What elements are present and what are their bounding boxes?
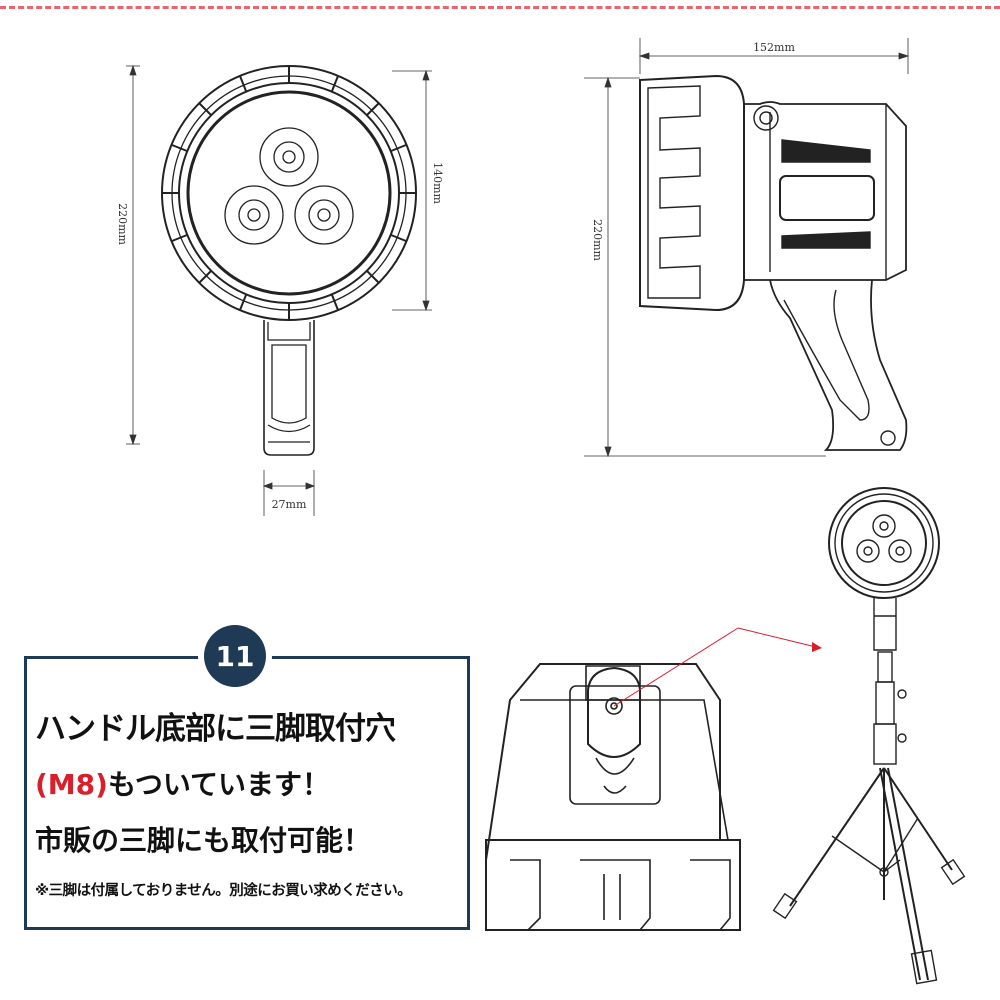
handle-bottom-closeup [485,663,741,931]
compatibility-line: 市販の三脚にも取付可能！ [35,824,372,857]
front-dimensions [126,64,432,516]
thread-size-suffix: もついています！ [107,768,330,801]
tripod-mounted-light [772,487,966,985]
info-callout-box: ハンドル底部に三脚取付穴 (M8)もついています！ 市販の三脚にも取付可能！ ※… [24,656,470,930]
thread-size-highlight: (M8) [35,768,108,801]
tripod-not-included-note: ※三脚は付属しておりません。別途にお買い求めください。 [35,883,412,899]
pointer-arrow [613,627,822,707]
led-top [259,127,319,187]
side-view [639,74,908,451]
handle-width-label: 27mm [272,498,307,511]
led-right [294,185,354,245]
side-length-label: 152mm [753,41,795,54]
side-dimensions [584,38,910,458]
front-view [161,65,417,456]
head-diameter-label: 140mm [431,162,444,204]
front-height-label: 220mm [116,203,129,245]
top-dashed-border [0,6,1000,9]
led-left [224,185,284,245]
side-height-label: 220mm [591,219,604,261]
thread-size-line: (M8)もついています！ [35,763,330,803]
headline-tripod-mount: ハンドル底部に三脚取付穴 [35,711,396,747]
step-number-badge: 11 [204,625,266,687]
